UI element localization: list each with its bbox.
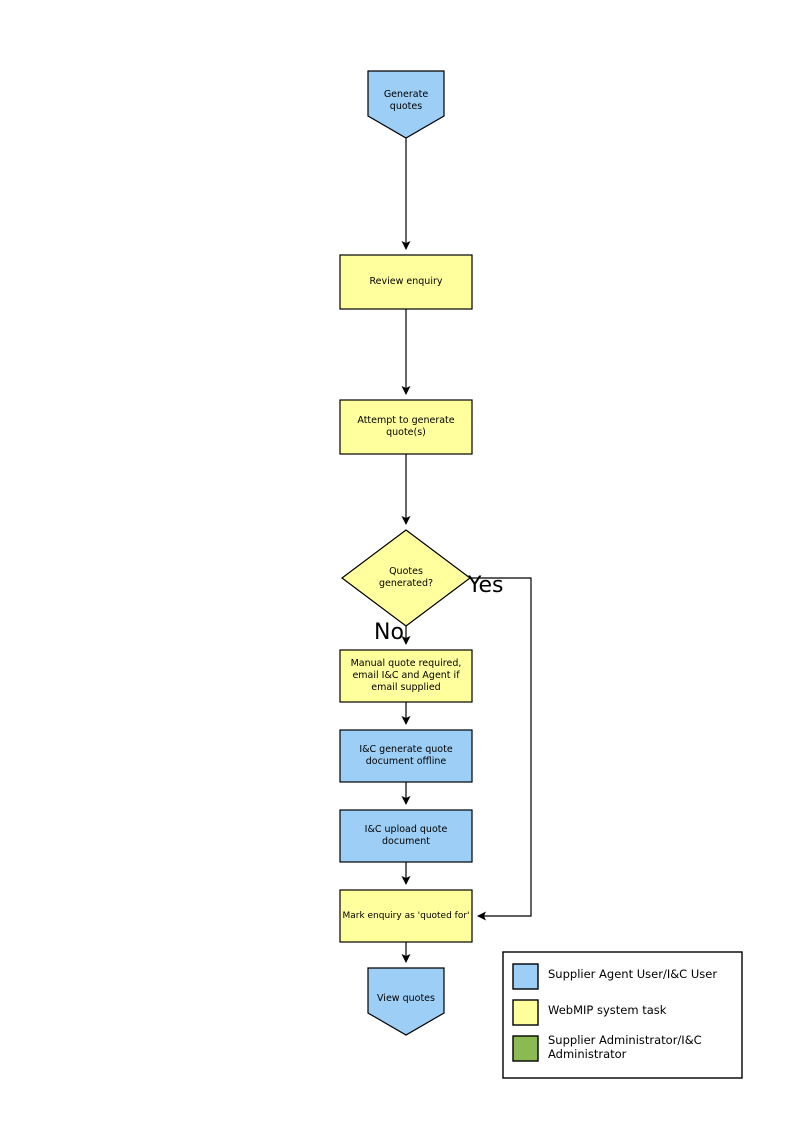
- legend-label-system-task: WebMIP system task: [548, 1003, 667, 1017]
- legend-frame: [502, 951, 743, 1079]
- legend-swatch-user-task: [512, 963, 539, 990]
- node-attempt-generate-quotes[interactable]: [339, 399, 473, 455]
- node-generate-quotes[interactable]: [367, 70, 445, 139]
- node-view-quotes[interactable]: [367, 967, 445, 1036]
- node-review-enquiry[interactable]: [339, 254, 473, 310]
- node-ic-generate-quote-offline[interactable]: [339, 729, 473, 783]
- branch-label-yes: Yes: [468, 573, 504, 598]
- legend-label-admin-task: Supplier Administrator/I&C Administrator: [548, 1033, 702, 1061]
- legend-swatch-system-task: [512, 999, 539, 1026]
- legend-swatch-admin-task: [512, 1035, 539, 1062]
- legend-label-user-task: Supplier Agent User/I&C User: [548, 967, 718, 981]
- node-mark-enquiry-quoted-for[interactable]: [339, 889, 473, 943]
- node-manual-quote-required[interactable]: [339, 649, 473, 703]
- branch-label-no: No: [374, 620, 404, 645]
- node-quotes-generated-decision[interactable]: [341, 529, 471, 627]
- edge-decision-yes-to-mark: [470, 577, 532, 921]
- node-ic-upload-quote-document[interactable]: [339, 809, 473, 863]
